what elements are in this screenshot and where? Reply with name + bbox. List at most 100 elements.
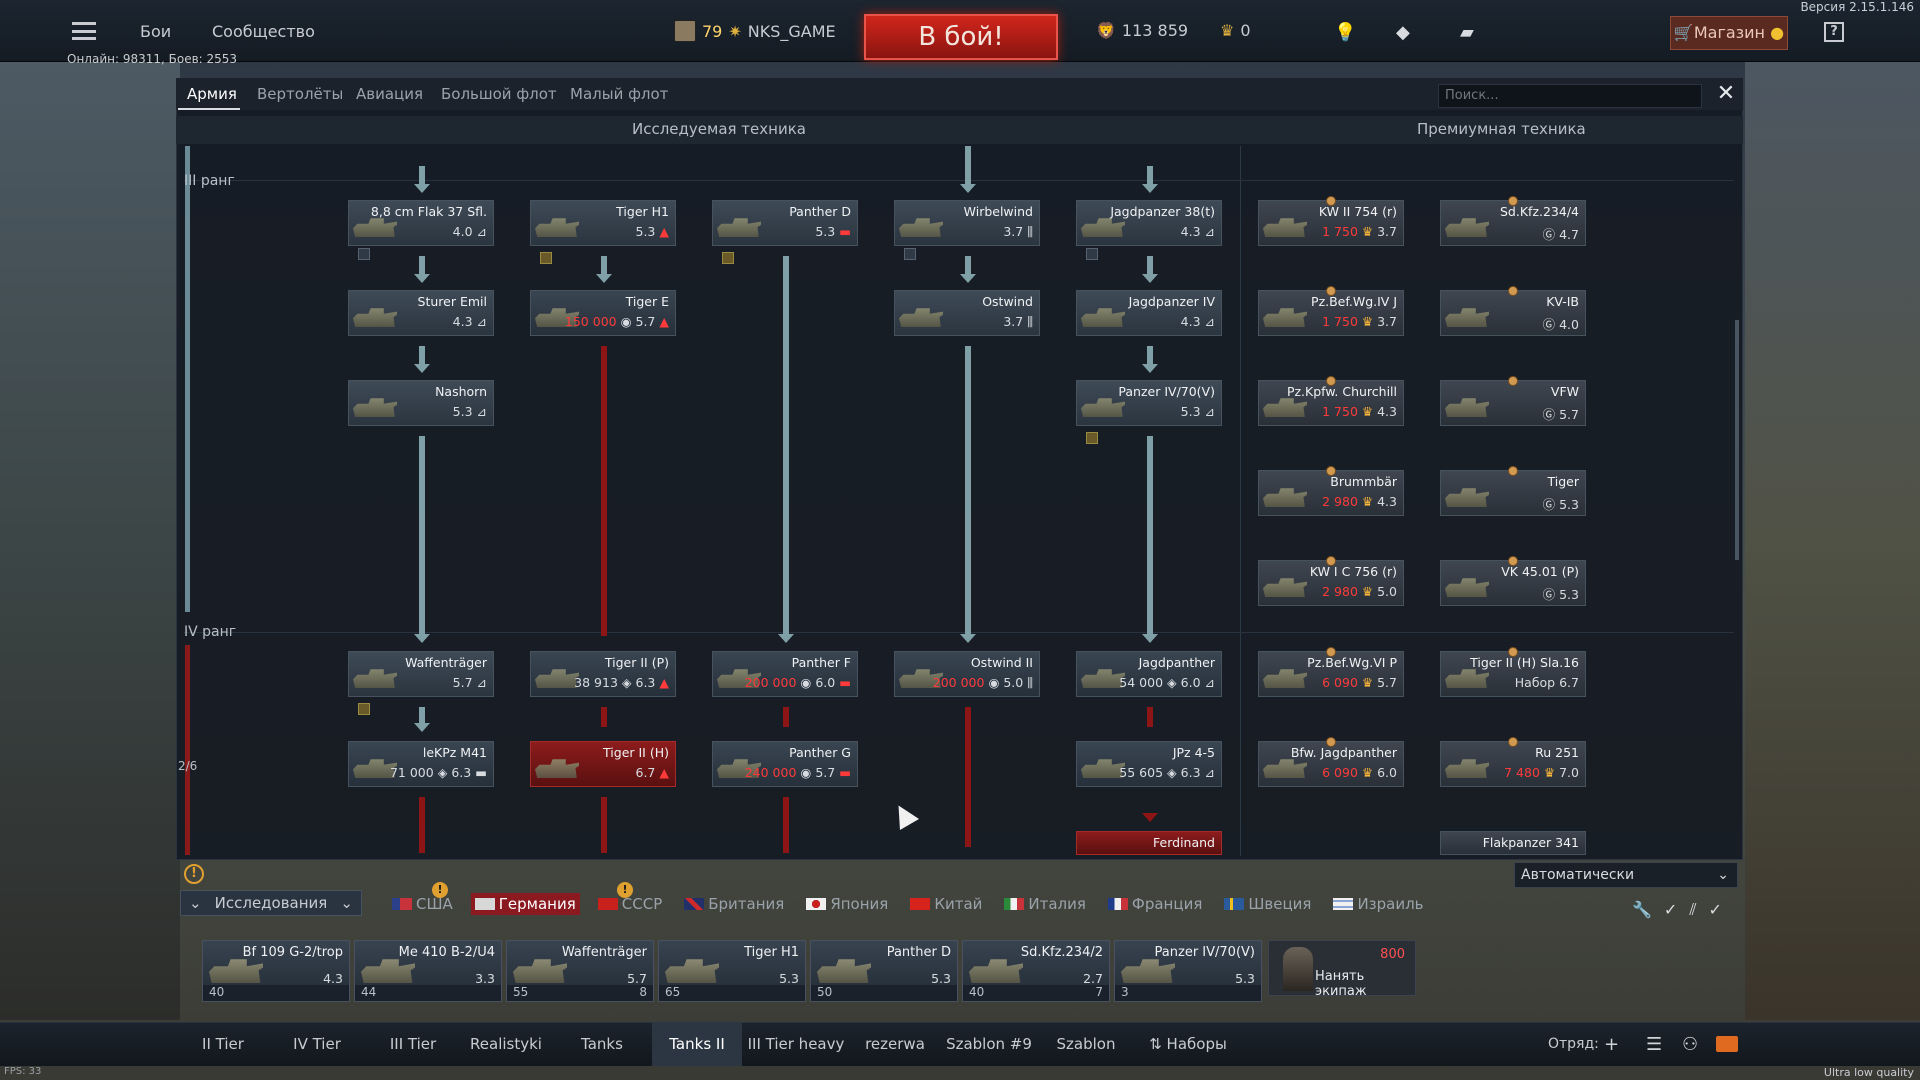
coupon-icon[interactable]: ▰ [1460, 22, 1474, 43]
list-icon[interactable]: ☰ [1646, 1034, 1663, 1055]
preset-tab[interactable]: III Tier heavy [747, 1035, 845, 1053]
tab-army[interactable]: Армия [187, 85, 237, 103]
search-input[interactable]: Поиск... [1438, 84, 1702, 108]
lightbulb-icon[interactable]: 💡 [1334, 22, 1357, 43]
vehicle-card[interactable]: 8,8 cm Flak 37 Sfl.4.0 ⊿ [348, 200, 494, 246]
nation-china[interactable]: Китай [906, 893, 986, 915]
nation-germany[interactable]: Германия [470, 893, 580, 915]
menu-battles[interactable]: Бои [140, 22, 172, 41]
menu-icon[interactable] [72, 22, 96, 40]
mail-icon[interactable] [1716, 1036, 1738, 1052]
nation-japan[interactable]: Япония [802, 893, 892, 915]
check-icon[interactable]: ✓ [1708, 900, 1722, 919]
nation-label: Британия [708, 895, 785, 913]
tab-aviation[interactable]: Авиация [356, 85, 424, 103]
scrollbar[interactable] [1735, 320, 1739, 560]
premium-vehicle-card[interactable]: VK 45.01 (P)Ⓖ 5.3 [1440, 560, 1586, 606]
premium-vehicle-card[interactable]: KW I C 756 (r)2 980 ♛ 5.0 [1258, 560, 1404, 606]
preset-tab[interactable]: Szablon #10 [1056, 1035, 1116, 1080]
chevron-down-icon: ⌄ [1717, 867, 1729, 883]
wrench-icon[interactable]: 🔧 [1632, 900, 1652, 919]
vehicle-card[interactable]: Ferdinand [1076, 831, 1222, 855]
nation-france[interactable]: Франция [1104, 893, 1206, 915]
preset-tab[interactable]: II Tier [202, 1035, 244, 1053]
contacts-icon[interactable]: ⚇ [1682, 1034, 1699, 1055]
tab-coastal-fleet[interactable]: Малый флот [570, 85, 669, 103]
nation-italy[interactable]: Италия [1000, 893, 1090, 915]
nation-israel[interactable]: Израиль [1329, 893, 1427, 915]
repair-all-icon[interactable]: ⫽ [1689, 900, 1697, 919]
vehicle-card[interactable]: Tiger II (H)6.7 ▲ [530, 741, 676, 787]
diamond-icon[interactable]: ◆ [1396, 22, 1410, 43]
auto-select-dropdown[interactable]: Автоматически⌄ [1514, 862, 1738, 888]
premium-vehicle-card[interactable]: Flakpanzer 341 [1440, 831, 1586, 855]
preset-tab[interactable]: Tanks II [652, 1022, 742, 1066]
preset-tab[interactable]: III Tier [389, 1035, 437, 1053]
menu-community[interactable]: Сообщество [212, 22, 315, 41]
preset-tab[interactable]: Realistyki [470, 1035, 542, 1053]
tab-helicopters[interactable]: Вертолёты [257, 85, 344, 103]
vehicle-name: Jagdpanzer 38(t) [1110, 204, 1215, 219]
research-point-icon: ◈ [621, 675, 632, 690]
premium-icon [1326, 647, 1336, 657]
nation-ussr[interactable]: СССР [594, 893, 666, 915]
preset-tab[interactable]: Tanks [581, 1035, 623, 1053]
research-toggle-button[interactable]: ⌄Исследования⌄ [180, 890, 362, 916]
tab-bluewater-fleet[interactable]: Большой флот [441, 85, 557, 103]
vehicle-card[interactable]: Tiger II (P)38 913 ◈ 6.3 ▲ [530, 651, 676, 697]
shop-button[interactable]: 🛒Магазин ● [1670, 16, 1788, 50]
preset-tab[interactable]: Szablon #9 [946, 1035, 1032, 1053]
presets-button[interactable]: ⇅ Наборы [1146, 1022, 1230, 1066]
check-icon[interactable]: ✓ [1663, 900, 1678, 919]
nation-sweden[interactable]: Швеция [1220, 893, 1315, 915]
battle-button[interactable]: В бой! [864, 14, 1058, 60]
preset-tab[interactable]: IV Tier [293, 1035, 341, 1053]
vehicle-card[interactable]: Jagdpanzer 38(t)4.3 ⊿ [1076, 200, 1222, 246]
premium-icon [1508, 196, 1518, 206]
close-icon[interactable]: ✕ [1716, 81, 1736, 106]
warning-icon[interactable]: ! [184, 864, 204, 884]
vehicle-card[interactable]: Panzer IV/70(V)5.3 ⊿ [1076, 380, 1222, 426]
premium-vehicle-card[interactable]: KW II 754 (r)1 750 ♛ 3.7 [1258, 200, 1404, 246]
plus-icon[interactable]: + [1604, 1034, 1620, 1055]
nation-usa[interactable]: США [388, 893, 457, 915]
help-button[interactable]: ? [1824, 22, 1844, 42]
preset-tab[interactable]: rezerwa [865, 1035, 925, 1053]
nation-britain[interactable]: Британия [680, 893, 788, 915]
player-info[interactable]: 79 ✷ NKS_GAME [674, 20, 836, 42]
